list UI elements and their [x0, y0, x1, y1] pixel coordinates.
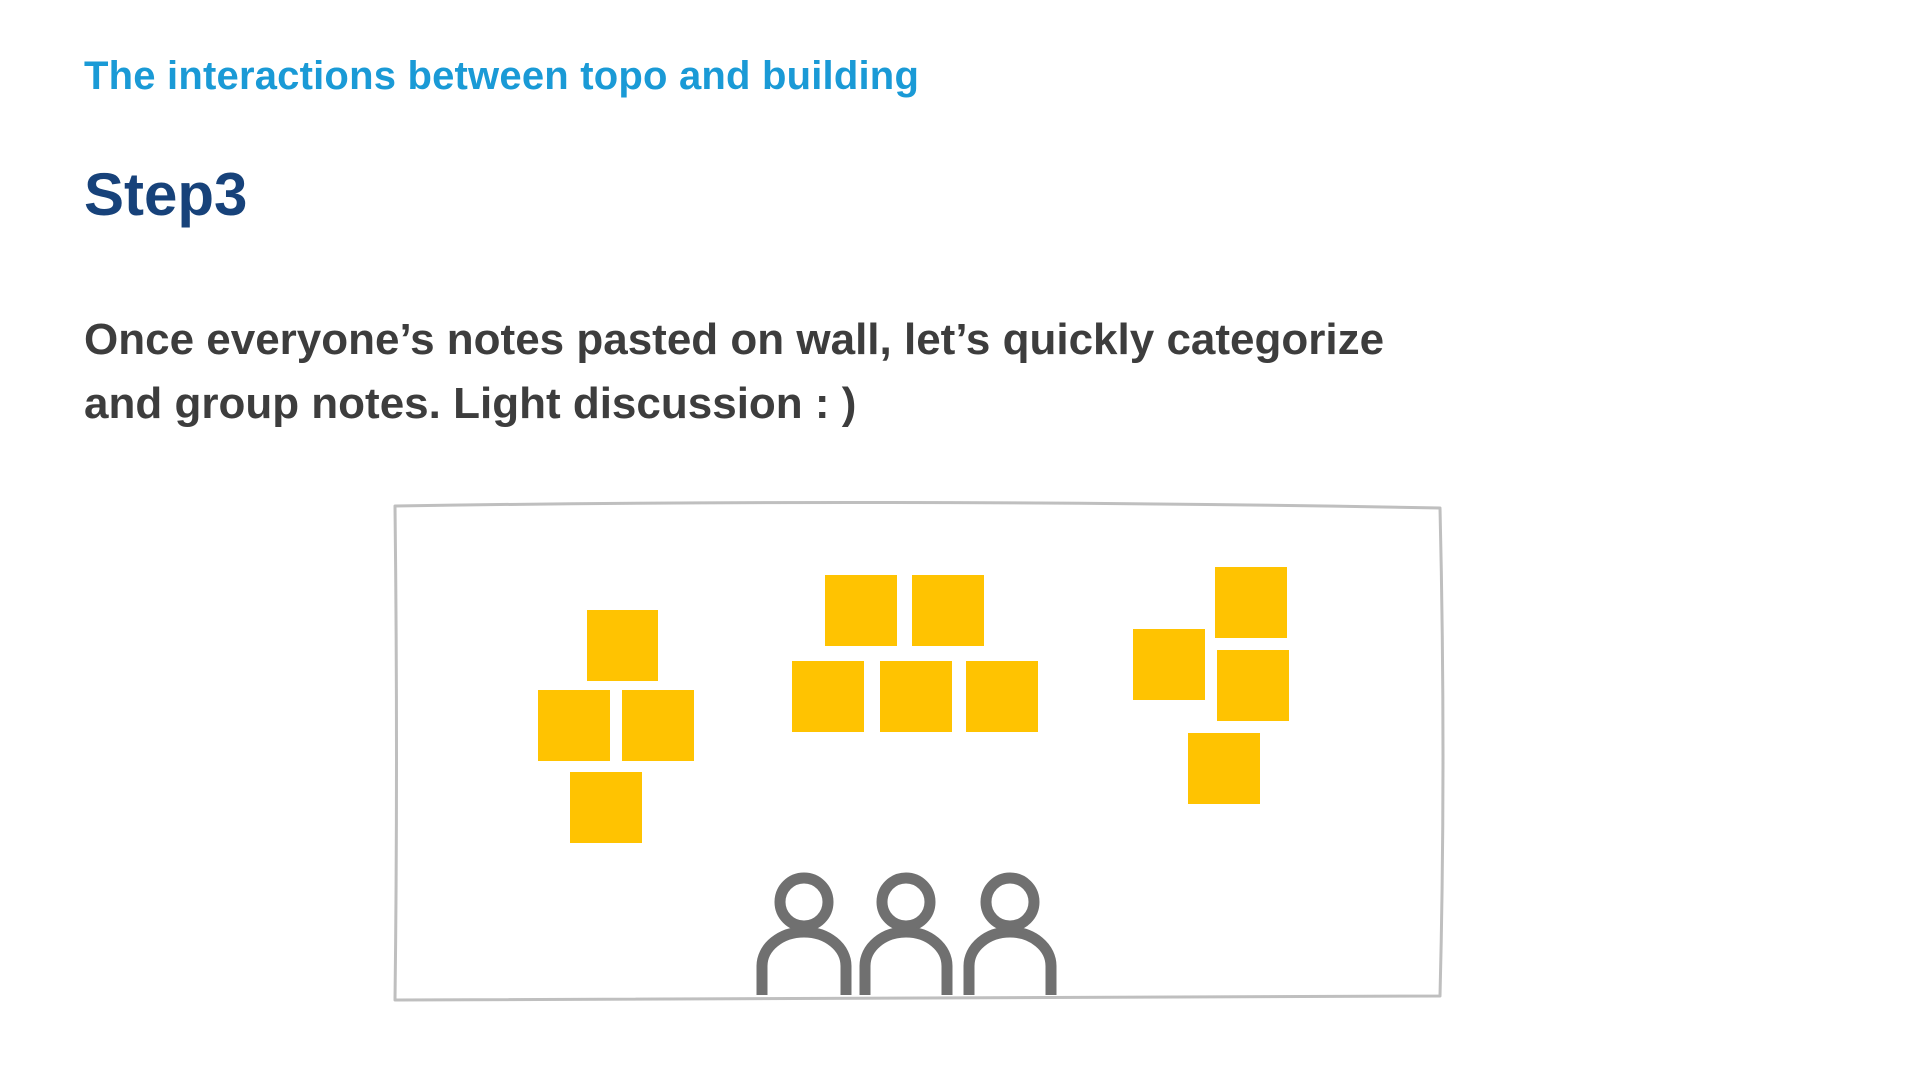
sticky-note-icon — [1217, 650, 1289, 721]
sticky-note-icon — [622, 690, 694, 761]
note-group-left — [538, 610, 694, 843]
instruction-line-2: and group notes. Light discussion : ) — [84, 379, 857, 428]
person-icon — [756, 872, 852, 995]
wall-outline-icon — [393, 500, 1445, 1002]
person-icon — [963, 872, 1057, 995]
instruction-text: Once everyone’s notes pasted on wall, le… — [84, 308, 1504, 436]
sticky-note-icon — [587, 610, 658, 681]
note-group-right — [1133, 567, 1289, 804]
step-title: Step3 — [84, 161, 248, 228]
sticky-note-icon — [880, 661, 952, 732]
sticky-note-icon — [1215, 567, 1287, 638]
sticky-note-icon — [966, 661, 1038, 732]
note-group-center — [792, 575, 1038, 732]
person-icon — [859, 872, 953, 995]
sticky-note-icon — [538, 690, 610, 761]
people-group — [756, 872, 1057, 995]
instruction-line-1: Once everyone’s notes pasted on wall, le… — [84, 315, 1385, 364]
sticky-note-icon — [1188, 733, 1260, 804]
sticky-note-icon — [825, 575, 897, 646]
sticky-note-icon — [1133, 629, 1205, 700]
sticky-note-icon — [792, 661, 864, 732]
sticky-note-icon — [570, 772, 642, 843]
sticky-note-icon — [912, 575, 984, 646]
slide-supertitle: The interactions between topo and buildi… — [84, 54, 920, 98]
